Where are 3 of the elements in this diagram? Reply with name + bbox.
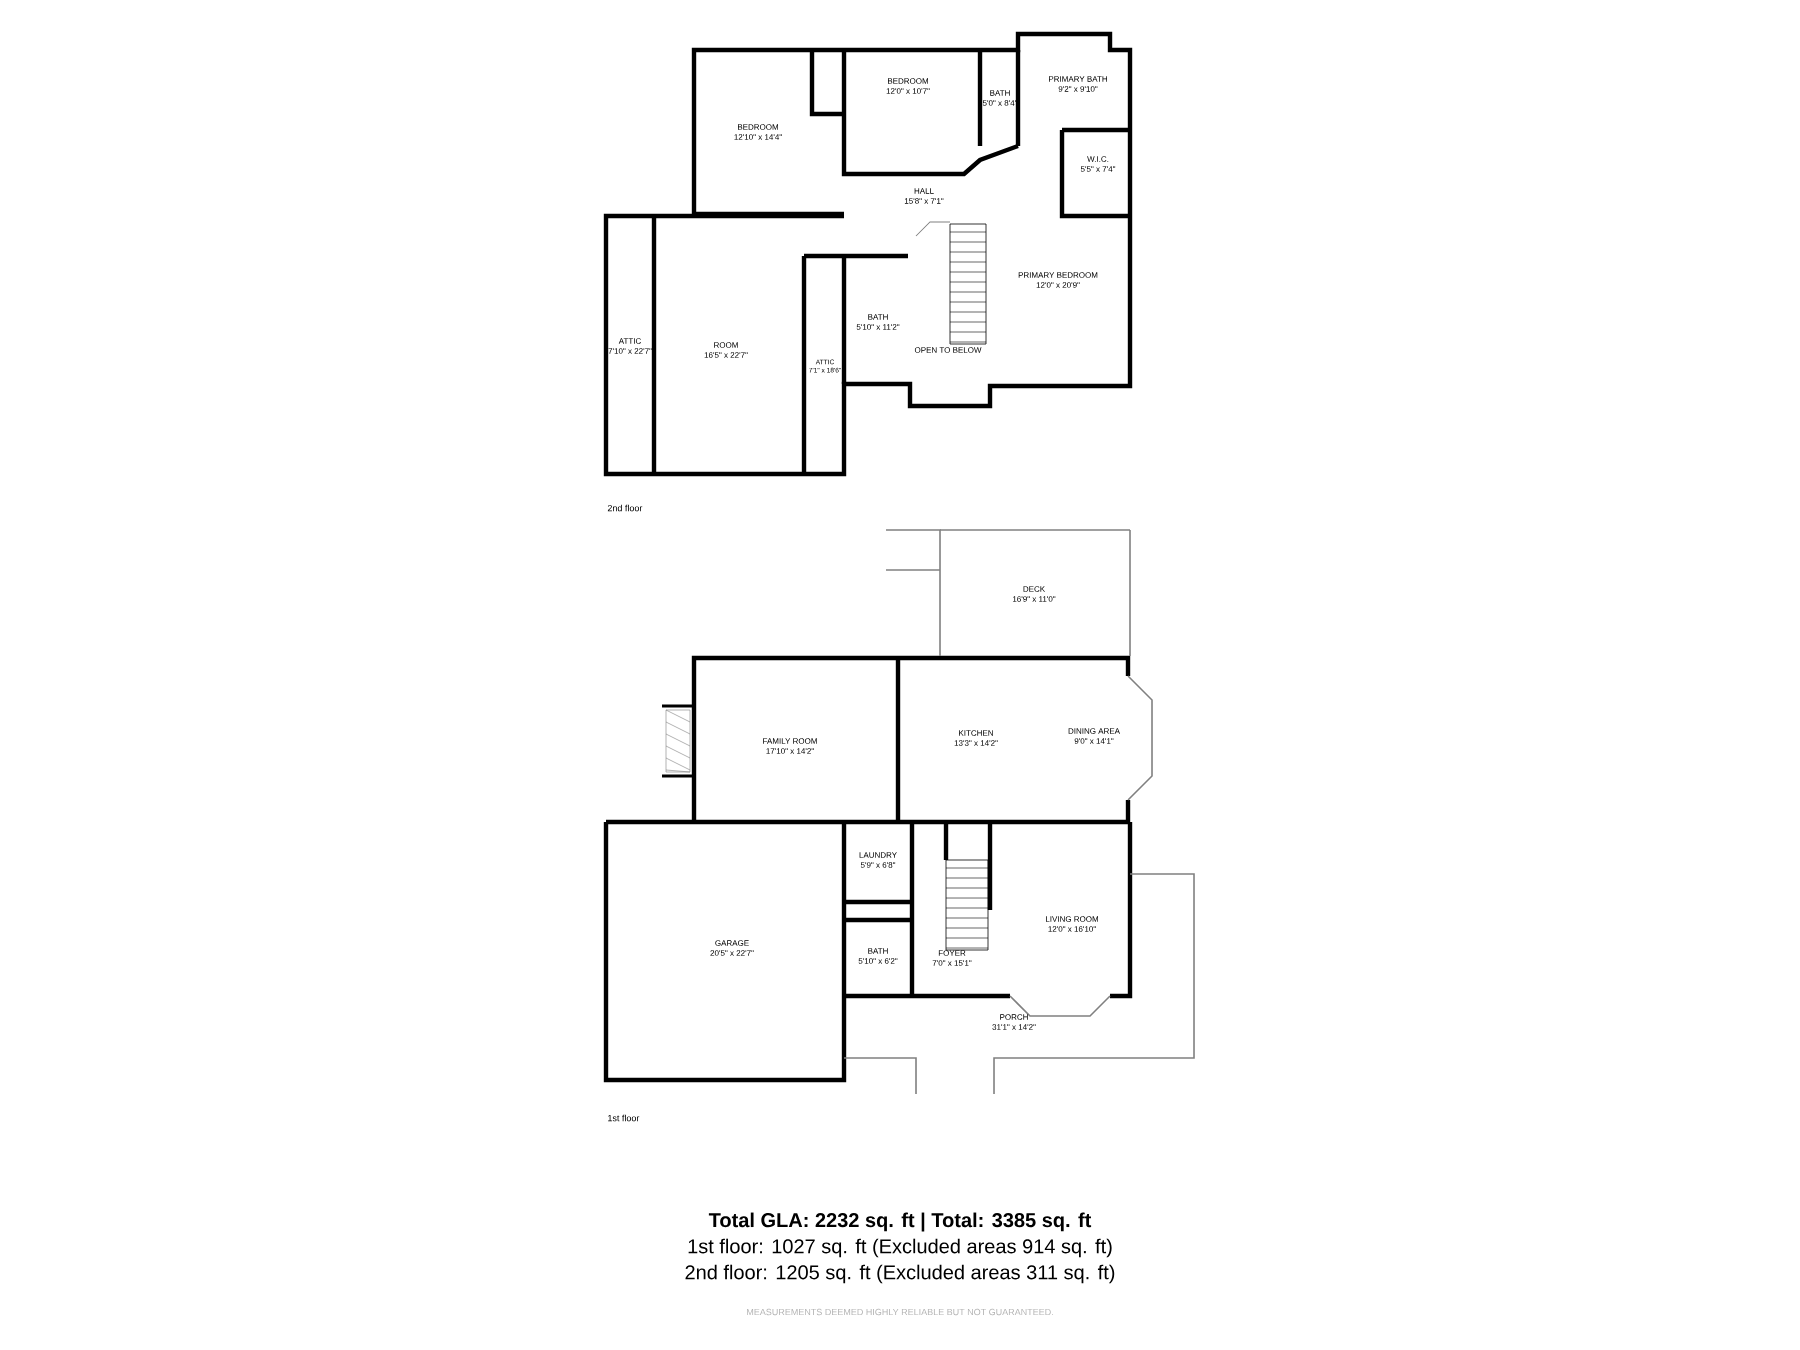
- summary-line: 1st floor: 1027 sq. ft (Excluded areas 914 sq. ft): [688, 1238, 1112, 1258]
- summary-line: 2nd floor: 1205 sq. ft (Excluded areas 311 sq. ft): [685, 1264, 1115, 1284]
- summary-heading: Total GLA: 2232 sq. ft | Total: 3385 sq. ft: [708, 1212, 1092, 1232]
